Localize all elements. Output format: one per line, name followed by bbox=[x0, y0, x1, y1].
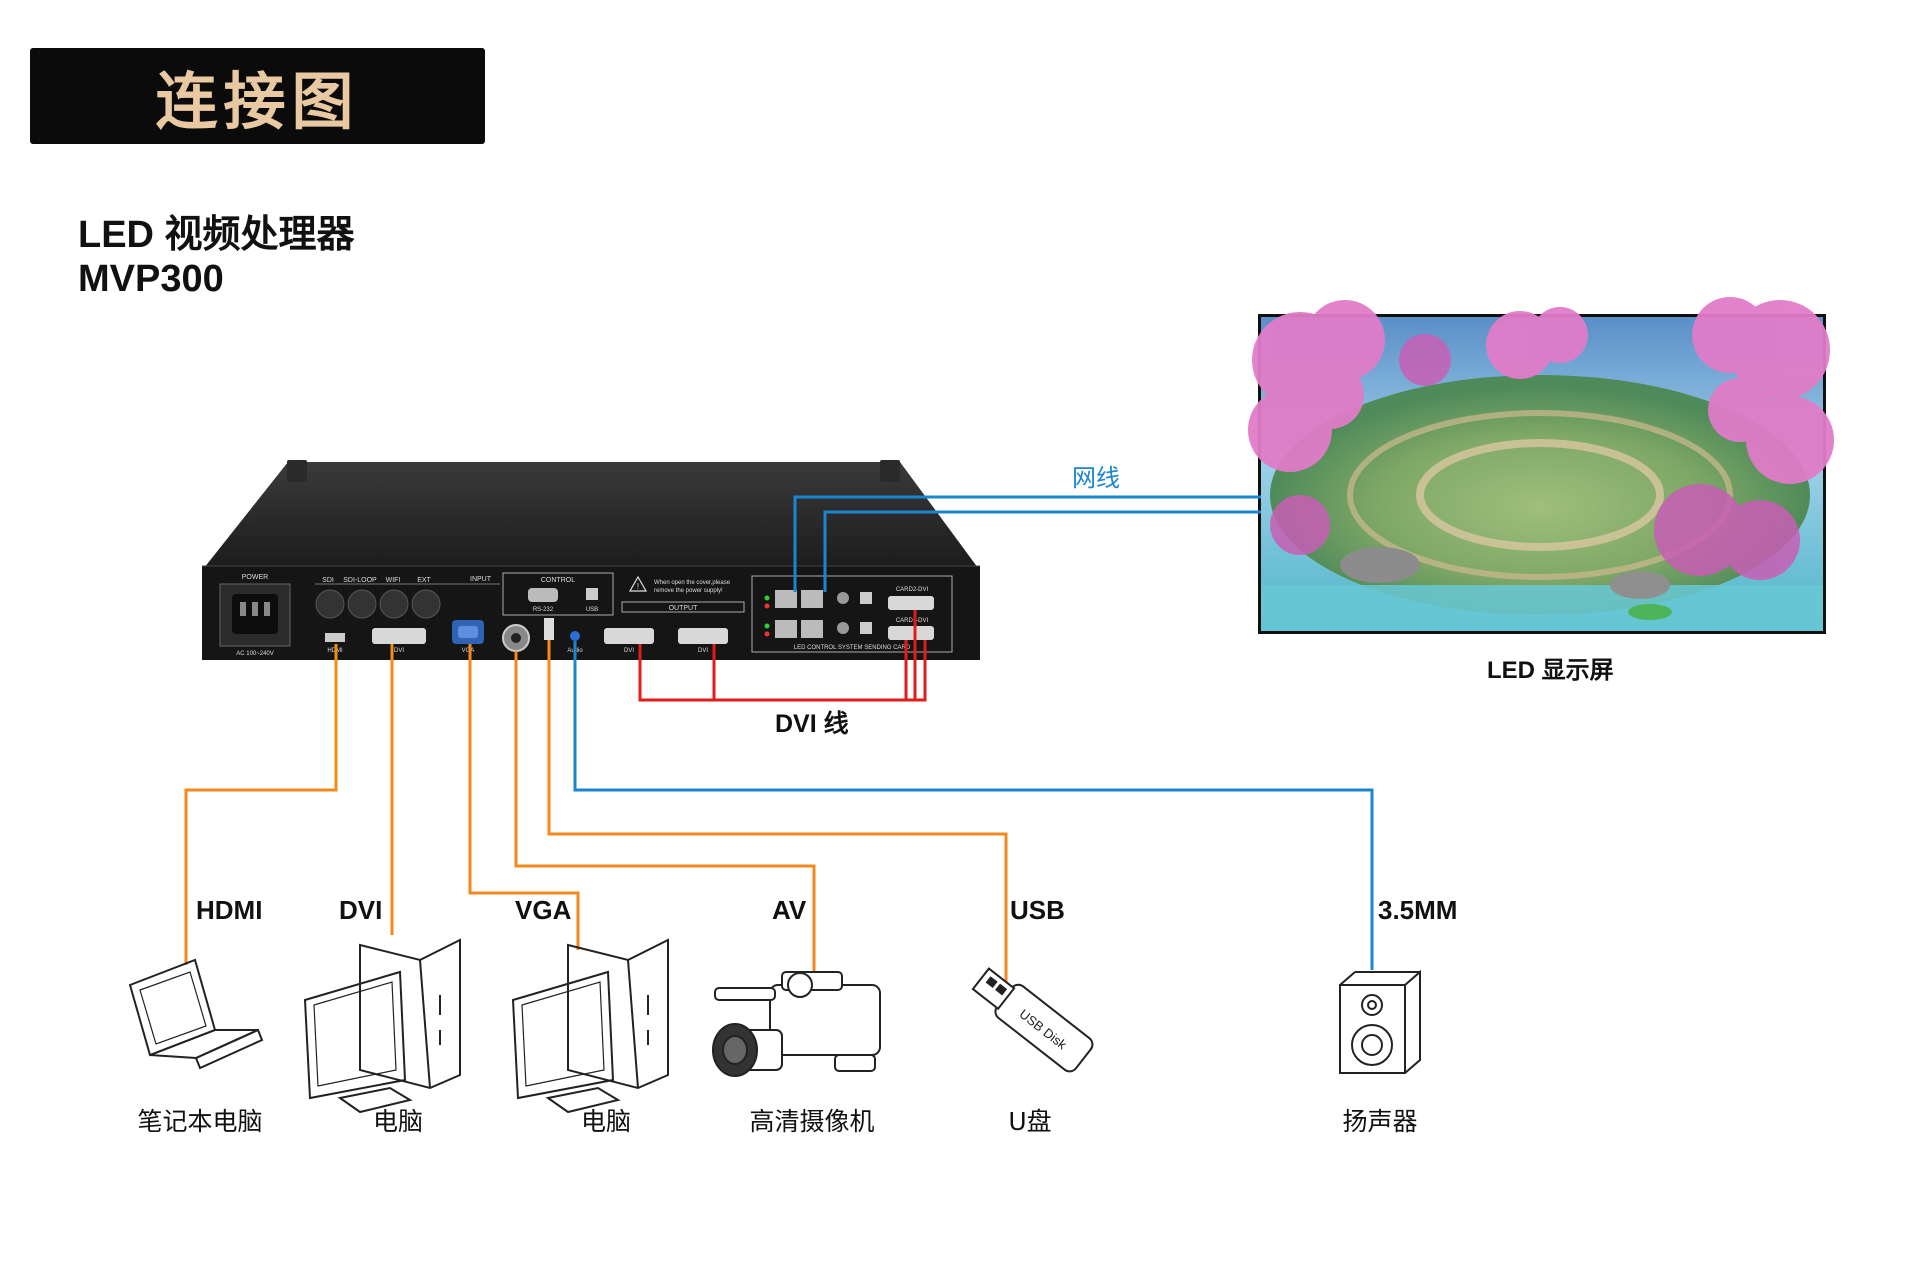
device-caption-camera: 高清摄像机 bbox=[749, 1107, 875, 1136]
port-label-3-5mm: 3.5MM bbox=[1378, 895, 1458, 925]
audio-cable bbox=[573, 641, 1374, 970]
led-screen bbox=[1248, 297, 1834, 634]
power-socket: POWER AC 100~240V bbox=[219, 574, 291, 657]
device-caption-speaker: 扬声器 bbox=[1342, 1107, 1418, 1136]
vga-port-label: VGA bbox=[462, 648, 475, 654]
svg-text:DVI: DVI bbox=[698, 648, 708, 654]
card1-label: CARD1-DVI bbox=[896, 618, 929, 624]
rj45-port-2 bbox=[801, 590, 823, 608]
product-name: LED 视频处理器 bbox=[78, 214, 355, 256]
input-section: INPUT SDI SDI-LOOP WIFI EXT HDMI DVI VGA bbox=[315, 576, 500, 654]
rj45-port-4 bbox=[801, 620, 823, 638]
port-label-dvi: DVI bbox=[339, 895, 383, 925]
warning-line-1: When open the cover,please bbox=[654, 580, 731, 586]
laptop-icon bbox=[128, 958, 264, 1070]
device-caption-computer-2: 电脑 bbox=[580, 1107, 632, 1136]
warning-notice: ! When open the cover,please remove the … bbox=[628, 575, 731, 594]
rj45-port-3 bbox=[775, 620, 797, 638]
device-caption-computer-1: 电脑 bbox=[372, 1107, 424, 1136]
usb-control-label: USB bbox=[586, 607, 598, 613]
desktop-computer-icon bbox=[303, 938, 461, 1114]
processor-lid bbox=[204, 462, 978, 568]
audio-port bbox=[570, 631, 580, 641]
device-caption-laptop: 笔记本电脑 bbox=[137, 1107, 263, 1136]
title-banner: 连接图 bbox=[30, 48, 485, 144]
desktop-computer-icon bbox=[511, 938, 669, 1114]
dvi-input-port bbox=[372, 628, 426, 644]
port-label-usb: USB bbox=[1010, 895, 1065, 925]
dvi-output-port-2 bbox=[678, 628, 728, 644]
rs232-port bbox=[528, 588, 558, 602]
device-caption-usb-disk: U盘 bbox=[1008, 1107, 1052, 1136]
network-cable bbox=[793, 495, 1261, 592]
output-section: OUTPUT DVI DVI bbox=[604, 601, 745, 654]
product-model: MVP300 bbox=[78, 258, 224, 300]
speaker-icon bbox=[1339, 969, 1421, 1074]
dvi-input-label: DVI bbox=[394, 648, 404, 654]
usb-b-port bbox=[586, 588, 598, 600]
usb-disk-icon: USB Disk bbox=[971, 967, 1094, 1073]
banner-title: 连接图 bbox=[155, 65, 360, 138]
rj45-port-1 bbox=[775, 590, 797, 608]
wifi-label: WIFI bbox=[386, 577, 401, 584]
video-processor: POWER AC 100~240V INPUT SDI SDI-LOOP WIF… bbox=[202, 460, 980, 660]
usb-a-port bbox=[544, 618, 554, 640]
port-label-vga: VGA bbox=[515, 895, 572, 925]
sending-card-label: LED CONTROL SYSTEM SENDING CARD bbox=[794, 645, 911, 651]
port-label-av: AV bbox=[772, 895, 807, 925]
sdi-loop-label: SDI-LOOP bbox=[343, 577, 377, 584]
sending-card: CARD2-DVI CARD1-DVI LED CONTROL SYSTEM S… bbox=[751, 575, 953, 653]
dvi-cable bbox=[638, 610, 927, 702]
svg-text:!: ! bbox=[637, 582, 639, 591]
dvi-cable-label: DVI 线 bbox=[775, 710, 849, 738]
hdmi-port bbox=[325, 633, 345, 642]
output-label: OUTPUT bbox=[669, 605, 699, 612]
network-cable-label: 网线 bbox=[1072, 464, 1120, 492]
card2-label: CARD2-DVI bbox=[896, 587, 929, 593]
input-label: INPUT bbox=[470, 576, 492, 583]
rs232-label: RS-232 bbox=[533, 607, 554, 613]
led-screen-label: LED 显示屏 bbox=[1487, 657, 1614, 684]
power-label: POWER bbox=[242, 574, 268, 581]
port-label-hdmi: HDMI bbox=[196, 895, 263, 925]
input-cables bbox=[184, 640, 1008, 985]
ac-label: AC 100~240V bbox=[236, 651, 274, 657]
warning-line-2: remove the power supply! bbox=[654, 588, 723, 594]
ext-label: EXT bbox=[417, 577, 431, 584]
sdi-label: SDI bbox=[322, 577, 334, 584]
card1-dvi-port bbox=[888, 626, 934, 640]
control-label: CONTROL bbox=[541, 577, 575, 584]
dvi-output-port-1 bbox=[604, 628, 654, 644]
video-camera-icon bbox=[712, 971, 881, 1077]
svg-text:DVI: DVI bbox=[624, 648, 634, 654]
control-section: CONTROL RS-232 USB bbox=[502, 572, 614, 616]
card2-dvi-port bbox=[888, 596, 934, 610]
